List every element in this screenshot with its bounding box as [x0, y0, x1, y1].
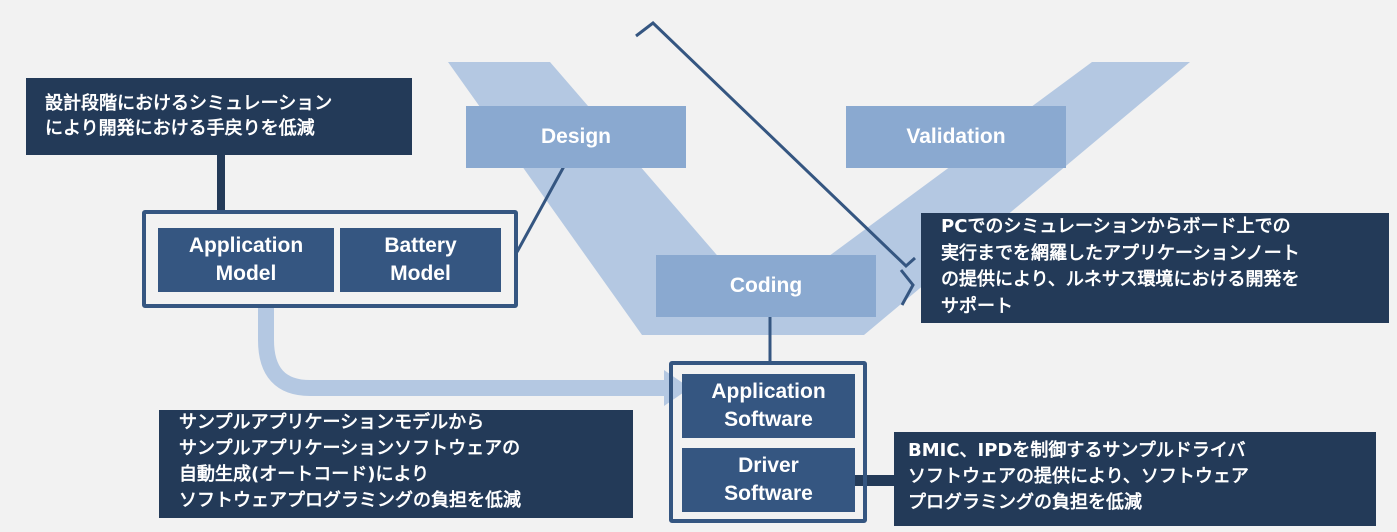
note-application-line-4: サポート [941, 295, 1013, 317]
application-software-line-1: Application [711, 380, 826, 403]
note-driver: BMIC、IPDを制御するサンプルドライバ ソフトウェアの提供により、ソフトウェ… [894, 432, 1376, 526]
note-autocode-line-1: サンプルアプリケーションモデルから [179, 412, 485, 433]
stage-coding-label: Coding [729, 274, 803, 297]
note-application-line-3: の提供により、ルネサス環境における開発を [941, 269, 1300, 290]
application-software-line-2: Software [724, 408, 813, 431]
note-driver-line-1: BMIC、IPDを制御するサンプルドライバ [908, 440, 1246, 461]
note-driver-line-3: プログラミングの負担を低減 [908, 492, 1142, 513]
note-application-line-1: PCでのシミュレーションからボード上での [941, 216, 1291, 237]
connector-simulation-to-models [217, 154, 225, 212]
connector-models-to-design [515, 158, 570, 253]
application-model-line-2: Model [215, 262, 277, 285]
stage-coding: Coding [656, 255, 876, 317]
application-software-block: Application Software [682, 374, 855, 438]
note-autocode-line-4: ソフトウェアプログラミングの負担を低減 [179, 490, 521, 511]
battery-model-line-1: Battery [384, 234, 457, 257]
battery-model-block: Battery Model [340, 228, 501, 292]
battery-model-line-2: Model [390, 262, 451, 285]
note-simulation-line-2: により開発における手戻りを低減 [45, 118, 315, 139]
software-container [669, 361, 867, 523]
note-application-note: PCでのシミュレーションからボード上での 実行までを網羅したアプリケーションノー… [921, 213, 1389, 323]
stage-design: Design [466, 106, 686, 168]
note-simulation-line-1: 設計段階におけるシミュレーション [45, 93, 333, 114]
note-autocode: サンプルアプリケーションモデルから サンプルアプリケーションソフトウェアの 自動… [159, 410, 633, 518]
note-simulation: 設計段階におけるシミュレーション により開発における手戻りを低減 [26, 78, 412, 155]
note-driver-line-2: ソフトウェアの提供により、ソフトウェア [908, 466, 1249, 487]
note-autocode-line-2: サンプルアプリケーションソフトウェアの [179, 438, 521, 459]
application-model-line-1: Application [188, 234, 304, 257]
autocode-arrow-shaft [258, 290, 665, 396]
stage-validation-label: Validation [906, 125, 1006, 148]
driver-software-block: Driver Software [682, 448, 855, 512]
application-model-block: Application Model [158, 228, 334, 292]
note-application-line-2: 実行までを網羅したアプリケーションノート [941, 242, 1300, 264]
note-autocode-line-3: 自動生成(オートコード)により [179, 464, 430, 485]
driver-software-line-1: Driver [738, 454, 799, 477]
connector-driver-to-note [852, 475, 896, 486]
driver-software-line-2: Software [724, 482, 813, 505]
stage-validation: Validation [846, 106, 1066, 168]
stage-design-label: Design [540, 125, 611, 148]
